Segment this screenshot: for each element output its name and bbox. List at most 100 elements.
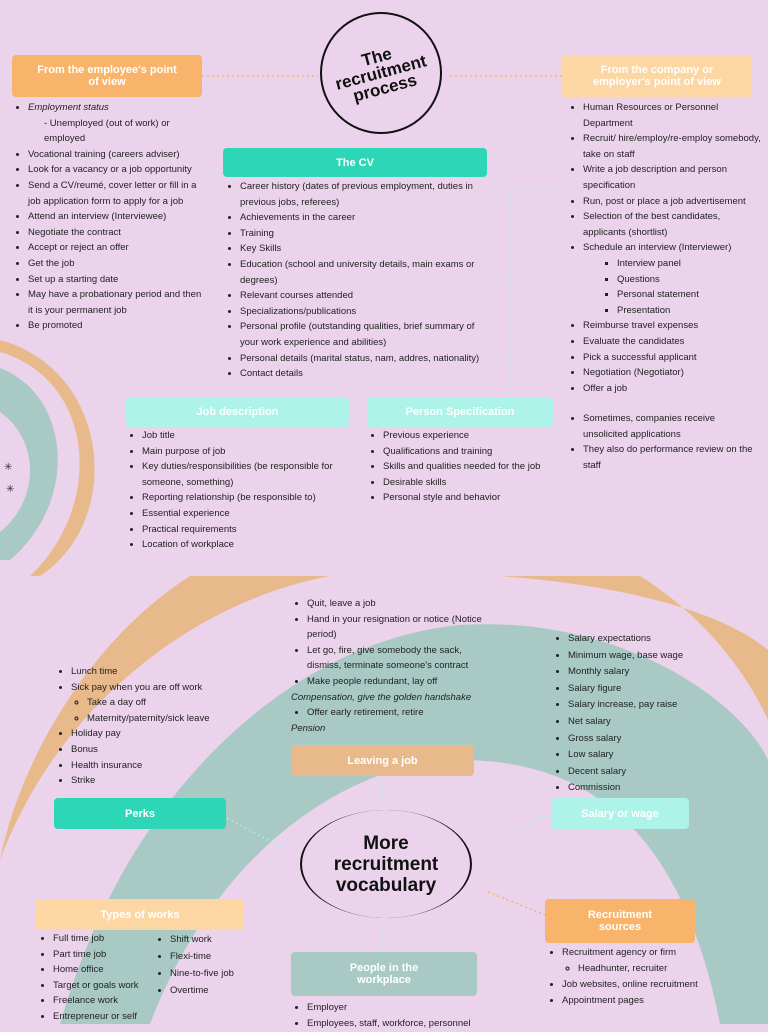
svg-text:✳: ✳ [6, 484, 14, 495]
salary-item: Salary expectations [568, 631, 742, 648]
employee-item: Attend an interview (Interviewee) [28, 209, 208, 225]
leaving-item: Let go, fire, give somebody the sack, di… [307, 643, 487, 674]
leaving-job-box: Leaving a job [291, 745, 474, 776]
perks-subitem: Maternity/paternity/sick leave [87, 711, 245, 727]
cv-item: Personal profile (outstanding qualities,… [240, 319, 494, 350]
employer-item: Selection of the best candidates, applic… [583, 209, 762, 240]
cv-item: Specializations/publications [240, 304, 494, 320]
source-item: Appointment pages [562, 993, 706, 1009]
perks-item: Lunch time [71, 664, 245, 680]
salary-box: Salary or wage [551, 798, 689, 829]
people-item: Employees, staff, workforce, personnel [307, 1016, 491, 1032]
salary-item: Commission [568, 780, 742, 797]
people-workplace-box: People in the workplace [291, 952, 477, 996]
perks-item: Strike [71, 773, 245, 789]
perks-subitem: Take a day off [87, 695, 245, 711]
cv-item: Relevant courses attended [240, 288, 494, 304]
employer-item: Negotiation (Negotiator) [583, 365, 762, 381]
leaving-item: Offer early retirement, retire [307, 705, 487, 721]
work-type-item: Flexi-time [170, 948, 264, 965]
cv-item: Career history (dates of previous employ… [240, 179, 494, 210]
leaving-note: Compensation, give the golden handshake [291, 691, 472, 703]
work-type-item: Overtime [170, 982, 264, 999]
perks-item: Sick pay when you are off work [71, 680, 245, 696]
employer-item: Evaluate the candidates [583, 334, 762, 350]
employee-item: Look for a vacancy or a job opportunity [28, 162, 208, 178]
interview-item: Personal statement [617, 287, 762, 303]
job-description-item: Location of workplace [142, 537, 351, 553]
job-description-box: Job description [126, 397, 349, 427]
employer-item: They also do performance review on the s… [583, 442, 762, 473]
cv-item: Contact details [240, 366, 494, 382]
person-spec-item: Desirable skills [383, 475, 557, 491]
work-type-item: Shift work [170, 931, 264, 948]
employer-item: Human Resources or Personnel Department [583, 100, 762, 131]
employer-list: Human Resources or Personnel DepartmentR… [567, 100, 762, 474]
cv-item: Key Skills [240, 241, 494, 257]
people-item: Employer [307, 1000, 491, 1016]
employer-item: Write a job description and person speci… [583, 162, 762, 193]
employee-item: Send a CV/reumé, cover letter or fill in… [28, 178, 208, 209]
perks-item: Health insurance [71, 758, 245, 774]
employee-item: Be promoted [28, 318, 208, 334]
salary-item: Decent salary [568, 764, 742, 781]
salary-item: Gross salary [568, 731, 742, 748]
employer-item: Sometimes, companies receive unsolicited… [583, 411, 762, 442]
interview-item: Interview panel [617, 256, 762, 272]
salary-list: Salary expectationsMinimum wage, base wa… [552, 631, 742, 797]
perks-list: Lunch timeSick pay when you are off work… [55, 664, 245, 789]
job-description-item: Key duties/responsibilities (be responsi… [142, 459, 351, 490]
job-description-item: Job title [142, 428, 351, 444]
work-type-item: Part time job [53, 947, 167, 963]
job-description-item: Practical requirements [142, 522, 351, 538]
job-description-item: Main purpose of job [142, 444, 351, 460]
person-spec-item: Qualifications and training [383, 444, 557, 460]
employer-view-box: From the company or employer's point of … [562, 55, 752, 97]
employer-item: Run, post or place a job advertisement [583, 194, 762, 210]
source-subitem: Headhunter, recruiter [578, 961, 706, 977]
employer-item: Reimburse travel expenses [583, 318, 762, 334]
people-list: EmployerEmployees, staff, workforce, per… [291, 1000, 491, 1032]
cv-list: Career history (dates of previous employ… [224, 179, 494, 382]
salary-item: Low salary [568, 747, 742, 764]
work-type-item: Freelance work [53, 993, 167, 1009]
job-description-item: Reporting relationship (be responsible t… [142, 490, 351, 506]
leaving-item: Quit, leave a job [307, 596, 487, 612]
employee-item: - Unemployed (out of work) or employed [44, 117, 170, 145]
employer-item: Recruit/ hire/employ/re-employ somebody,… [583, 131, 762, 162]
leaving-list: Quit, leave a jobHand in your resignatio… [291, 596, 487, 736]
employer-item: Schedule an interview (Interviewer) [583, 240, 762, 256]
employee-view-box: From the employee's point of view [12, 55, 202, 97]
employer-item: Pick a successful applicant [583, 350, 762, 366]
leaving-item: Make people redundant, lay off [307, 674, 487, 690]
leaving-note: Pension [291, 722, 326, 734]
cv-item: Education (school and university details… [240, 257, 494, 288]
sources-list: Recruitment agency or firm Headhunter, r… [546, 945, 706, 1009]
salary-item: Net salary [568, 714, 742, 731]
types-list-col1: Full time jobPart time jobHome officeTar… [37, 931, 167, 1025]
person-spec-list: Previous experienceQualifications and tr… [367, 428, 557, 506]
employee-list: Employment status - Unemployed (out of w… [12, 100, 208, 334]
person-spec-item: Skills and qualities needed for the job [383, 459, 557, 475]
salary-item: Minimum wage, base wage [568, 648, 742, 665]
job-description-list: Job titleMain purpose of jobKey duties/r… [126, 428, 351, 553]
cv-item: Personal details (marital status, nam, a… [240, 351, 494, 367]
employer-item: Offer a job [583, 381, 762, 397]
types-list-col2: Shift workFlexi-timeNine-to-five jobOver… [154, 931, 264, 999]
work-type-item: Entrepreneur or self [53, 1009, 167, 1025]
source-item: Job websites, online recruitment [562, 977, 706, 993]
person-spec-item: Personal style and behavior [383, 490, 557, 506]
cv-item: Training [240, 226, 494, 242]
job-description-item: Essential experience [142, 506, 351, 522]
perks-box: Perks [54, 798, 226, 829]
work-type-item: Full time job [53, 931, 167, 947]
source-item: Recruitment agency or firm [562, 945, 706, 961]
person-specification-box: Person Specification [367, 397, 553, 427]
person-spec-item: Previous experience [383, 428, 557, 444]
more-vocab-title: More recruitment vocabulary [300, 810, 472, 918]
perks-item: Bonus [71, 742, 245, 758]
more-vocab-text: More recruitment vocabulary [333, 832, 439, 896]
employee-item: Vocational training (careers adviser) [28, 147, 208, 163]
recruitment-sources-box: Recruitment sources [545, 899, 695, 943]
employee-item: Employment status [28, 100, 208, 116]
